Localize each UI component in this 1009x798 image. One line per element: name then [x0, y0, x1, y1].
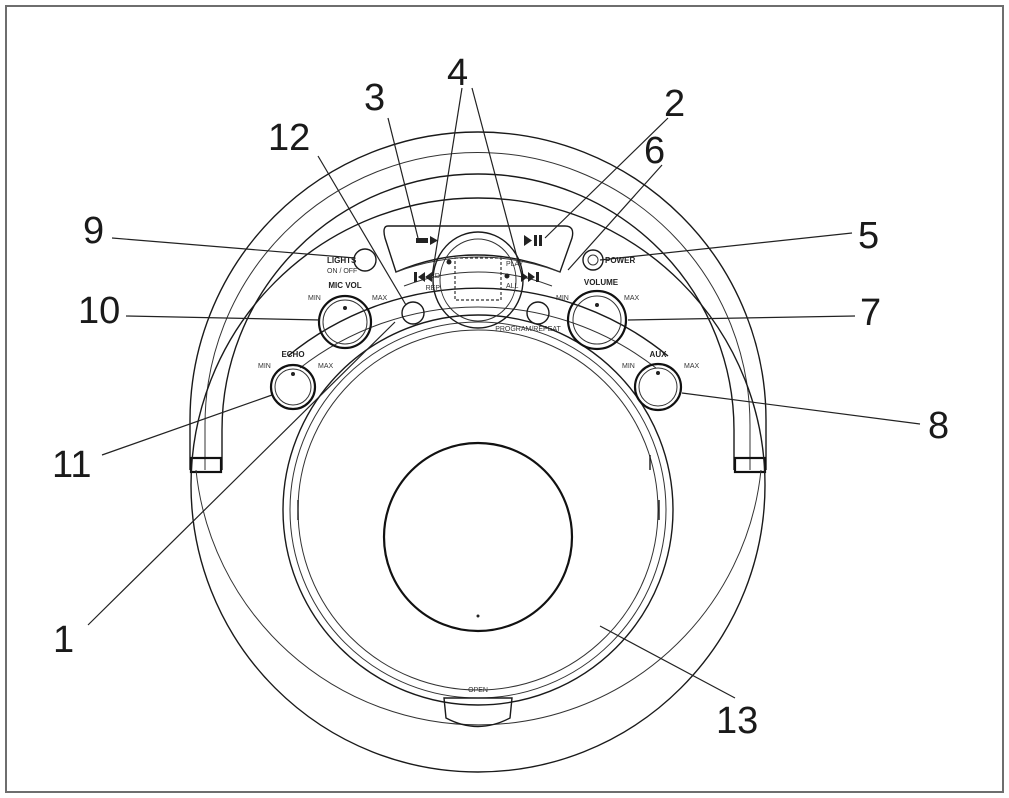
- callout-4: 4: [447, 52, 468, 94]
- leader-lines: [87, 87, 921, 699]
- mic-vol-label: MIC VOL: [328, 281, 361, 290]
- stop-icon: [416, 238, 428, 243]
- leader-13: [599, 625, 736, 699]
- display-screen: [454, 257, 502, 301]
- body-outer-circle: [190, 197, 766, 773]
- leader-11: [101, 394, 273, 456]
- leader-10: [125, 315, 321, 321]
- leader-1: [87, 321, 396, 626]
- display-all-label: ALL: [506, 283, 519, 290]
- lid-outer-ring: [282, 314, 674, 706]
- lid-window-circle: [382, 441, 574, 633]
- lights-button: [353, 248, 377, 272]
- callout-1: 1: [53, 619, 74, 661]
- echo-min-label: MIN: [258, 363, 271, 370]
- callout-7: 7: [860, 292, 881, 334]
- handle-inner-arc: [221, 173, 735, 470]
- echo-knob: [269, 363, 317, 411]
- aux-max-label: MAX: [684, 363, 700, 370]
- aux-label: AUX: [650, 350, 668, 359]
- callout-3: 3: [364, 77, 385, 119]
- program-repeat-label: PROGRAM/REPEAT: [495, 326, 561, 333]
- leader-3: [387, 117, 419, 239]
- leader-8: [681, 392, 921, 425]
- volume-knob: [566, 289, 628, 351]
- display-cd-label: CD: [430, 273, 440, 280]
- callout-13: 13: [716, 700, 758, 742]
- callout-5: 5: [858, 215, 879, 257]
- echo-max-label: MAX: [318, 363, 334, 370]
- diagram-frame: [5, 5, 1004, 793]
- volume-max-label: MAX: [624, 295, 640, 302]
- program-repeat-button: [526, 301, 550, 325]
- volume-min-label: MIN: [556, 295, 569, 302]
- leader-12: [317, 155, 407, 306]
- skip-back-icon: [414, 272, 432, 282]
- mic-min-label: MIN: [308, 295, 321, 302]
- device-body: OPEN: [189, 131, 767, 773]
- callout-9: 9: [83, 210, 104, 252]
- play-pause-icon: [524, 235, 532, 246]
- mic-vol-knob: [317, 294, 373, 350]
- open-label: OPEN: [468, 687, 488, 694]
- echo-label: ECHO: [281, 350, 304, 359]
- volume-label: VOLUME: [584, 278, 619, 287]
- callout-11: 11: [52, 444, 91, 486]
- leader-2: [544, 117, 669, 239]
- control-panel: PLAY ALL CD REP LIGHTS ON / OFF POWER PR…: [258, 225, 700, 412]
- lights-sub-label: ON / OFF: [327, 268, 357, 275]
- leader-6: [567, 164, 663, 271]
- callout-10: 10: [78, 290, 120, 332]
- display-housing: [432, 231, 524, 329]
- leader-4b: [471, 87, 523, 277]
- callout-12: 12: [268, 117, 310, 159]
- button-12: [401, 301, 425, 325]
- leader-4a: [431, 87, 463, 277]
- power-label: POWER: [605, 256, 635, 265]
- leader-5: [599, 232, 853, 261]
- display-rep-label: REP: [426, 285, 441, 292]
- display-play-label: PLAY: [506, 261, 524, 268]
- mic-max-label: MAX: [372, 295, 388, 302]
- callout-numbers: 1 2 3 4 5 6 7 8 9 10 11 12 13: [52, 52, 949, 742]
- callout-2: 2: [664, 83, 685, 125]
- lights-label: LIGHTS: [327, 256, 357, 265]
- leader-9: [111, 237, 356, 259]
- aux-min-label: MIN: [622, 363, 635, 370]
- aux-knob: [633, 362, 683, 412]
- open-latch: [443, 697, 513, 728]
- top-button-bar: [383, 225, 574, 273]
- leader-7: [627, 315, 856, 321]
- callout-6: 6: [644, 130, 665, 172]
- handle-outer-arc: [189, 131, 767, 470]
- callout-8: 8: [928, 405, 949, 447]
